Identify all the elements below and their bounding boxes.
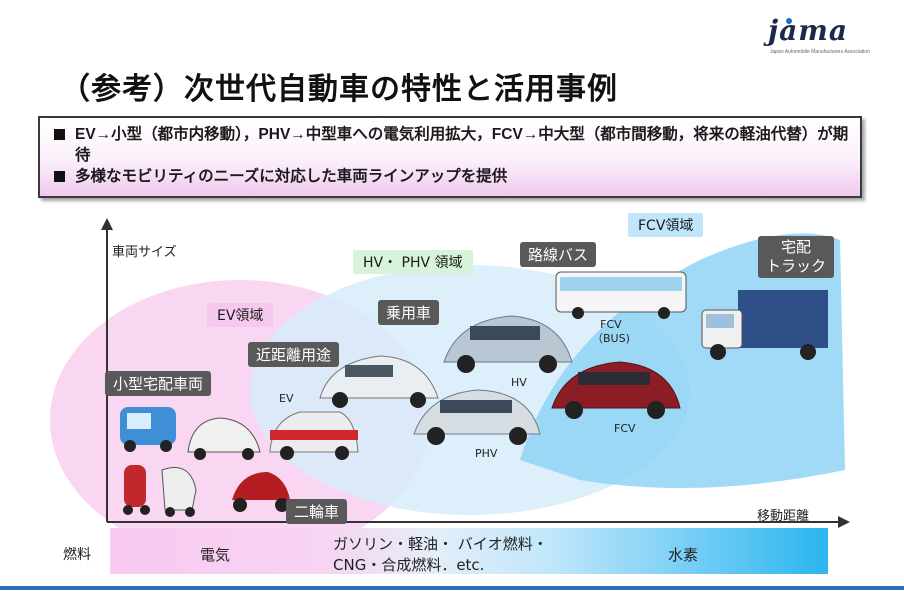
bullet-square-icon xyxy=(54,171,65,182)
delivery-truck-icon xyxy=(701,290,828,360)
page-title: （参考）次世代自動車の特性と活用事例 xyxy=(60,73,618,106)
hv-phv-region-label: HV・ PHV 領域 xyxy=(353,250,473,274)
delivery-truck-label: 宅配 トラック xyxy=(758,236,835,278)
hv-car-icon xyxy=(443,315,573,373)
route-bus-label: 路線バス xyxy=(520,242,597,267)
hv-vehicle-label: HV xyxy=(511,376,527,389)
bottom-accent-line xyxy=(0,586,904,590)
red-personal-mobility-icon xyxy=(123,465,150,515)
fcv-vehicle-label: FCV xyxy=(614,422,636,435)
ev-vehicle-label: EV xyxy=(279,392,294,405)
passenger-car-label: 乗用車 xyxy=(378,300,440,325)
y-axis-arrow-icon xyxy=(101,218,113,230)
fuel-mixed-line2: CNG・合成燃料．etc. xyxy=(333,556,485,574)
y-axis-label: 車両サイズ xyxy=(112,245,177,260)
fuel-band xyxy=(110,528,828,574)
fcv-region-label: FCV領域 xyxy=(628,213,704,237)
x-axis-label: 移動距離 xyxy=(757,509,810,524)
summary-bullet-text: EV→小型（都市内移動），PHV→中型車への電気利用拡大，FCV→中大型（都市間… xyxy=(75,126,849,164)
summary-bullet: 多様なモビリティのニーズに対応した車両ラインアップを提供 xyxy=(52,166,850,187)
jama-logo: jama Japan Automobile Manufacturers Asso… xyxy=(768,14,878,56)
logo-text: jama xyxy=(768,14,849,47)
red-ev-car-icon xyxy=(269,411,359,460)
fcv-bus-vehicle-label: FCV （BUS) xyxy=(592,318,630,345)
phv-vehicle-label: PHV xyxy=(475,447,498,460)
fuel-electric-label: 電気 xyxy=(200,546,231,564)
small-ev-cart-icon xyxy=(120,407,176,452)
red-scooter-icon xyxy=(232,472,290,512)
phv-car-icon xyxy=(413,389,541,445)
logo-subtitle: Japan Automobile Manufacturers Associati… xyxy=(770,49,870,55)
x-axis-arrow-icon xyxy=(838,516,850,528)
fuel-hydrogen-label: 水素 xyxy=(668,546,699,564)
logo-dot xyxy=(786,18,792,24)
summary-box: EV→小型（都市内移動），PHV→中型車への電気利用拡大，FCV→中大型（都市間… xyxy=(38,116,862,198)
twizy-ev-icon xyxy=(187,417,261,460)
ev-region-label: EV領域 xyxy=(207,303,274,327)
fcv-bus-icon xyxy=(555,271,687,319)
bullet-square-icon xyxy=(54,129,65,140)
fuel-title: 燃料 xyxy=(63,547,91,563)
small-delivery-label: 小型宅配車両 xyxy=(105,371,212,396)
two-wheel-label: 二輪車 xyxy=(286,499,348,524)
summary-bullet-text: 多様なモビリティのニーズに対応した車両ラインアップを提供 xyxy=(75,168,508,185)
fcv-car-icon xyxy=(551,361,681,419)
white-personal-mobility-icon xyxy=(161,467,197,517)
short-distance-label: 近距離用途 xyxy=(248,342,340,367)
leaf-ev-car-icon xyxy=(319,355,439,408)
fuel-mixed-line1: ガソリン・軽油・ バイオ燃料・ xyxy=(333,535,548,553)
summary-bullet: EV→小型（都市内移動），PHV→中型車への電気利用拡大，FCV→中大型（都市間… xyxy=(52,124,850,166)
